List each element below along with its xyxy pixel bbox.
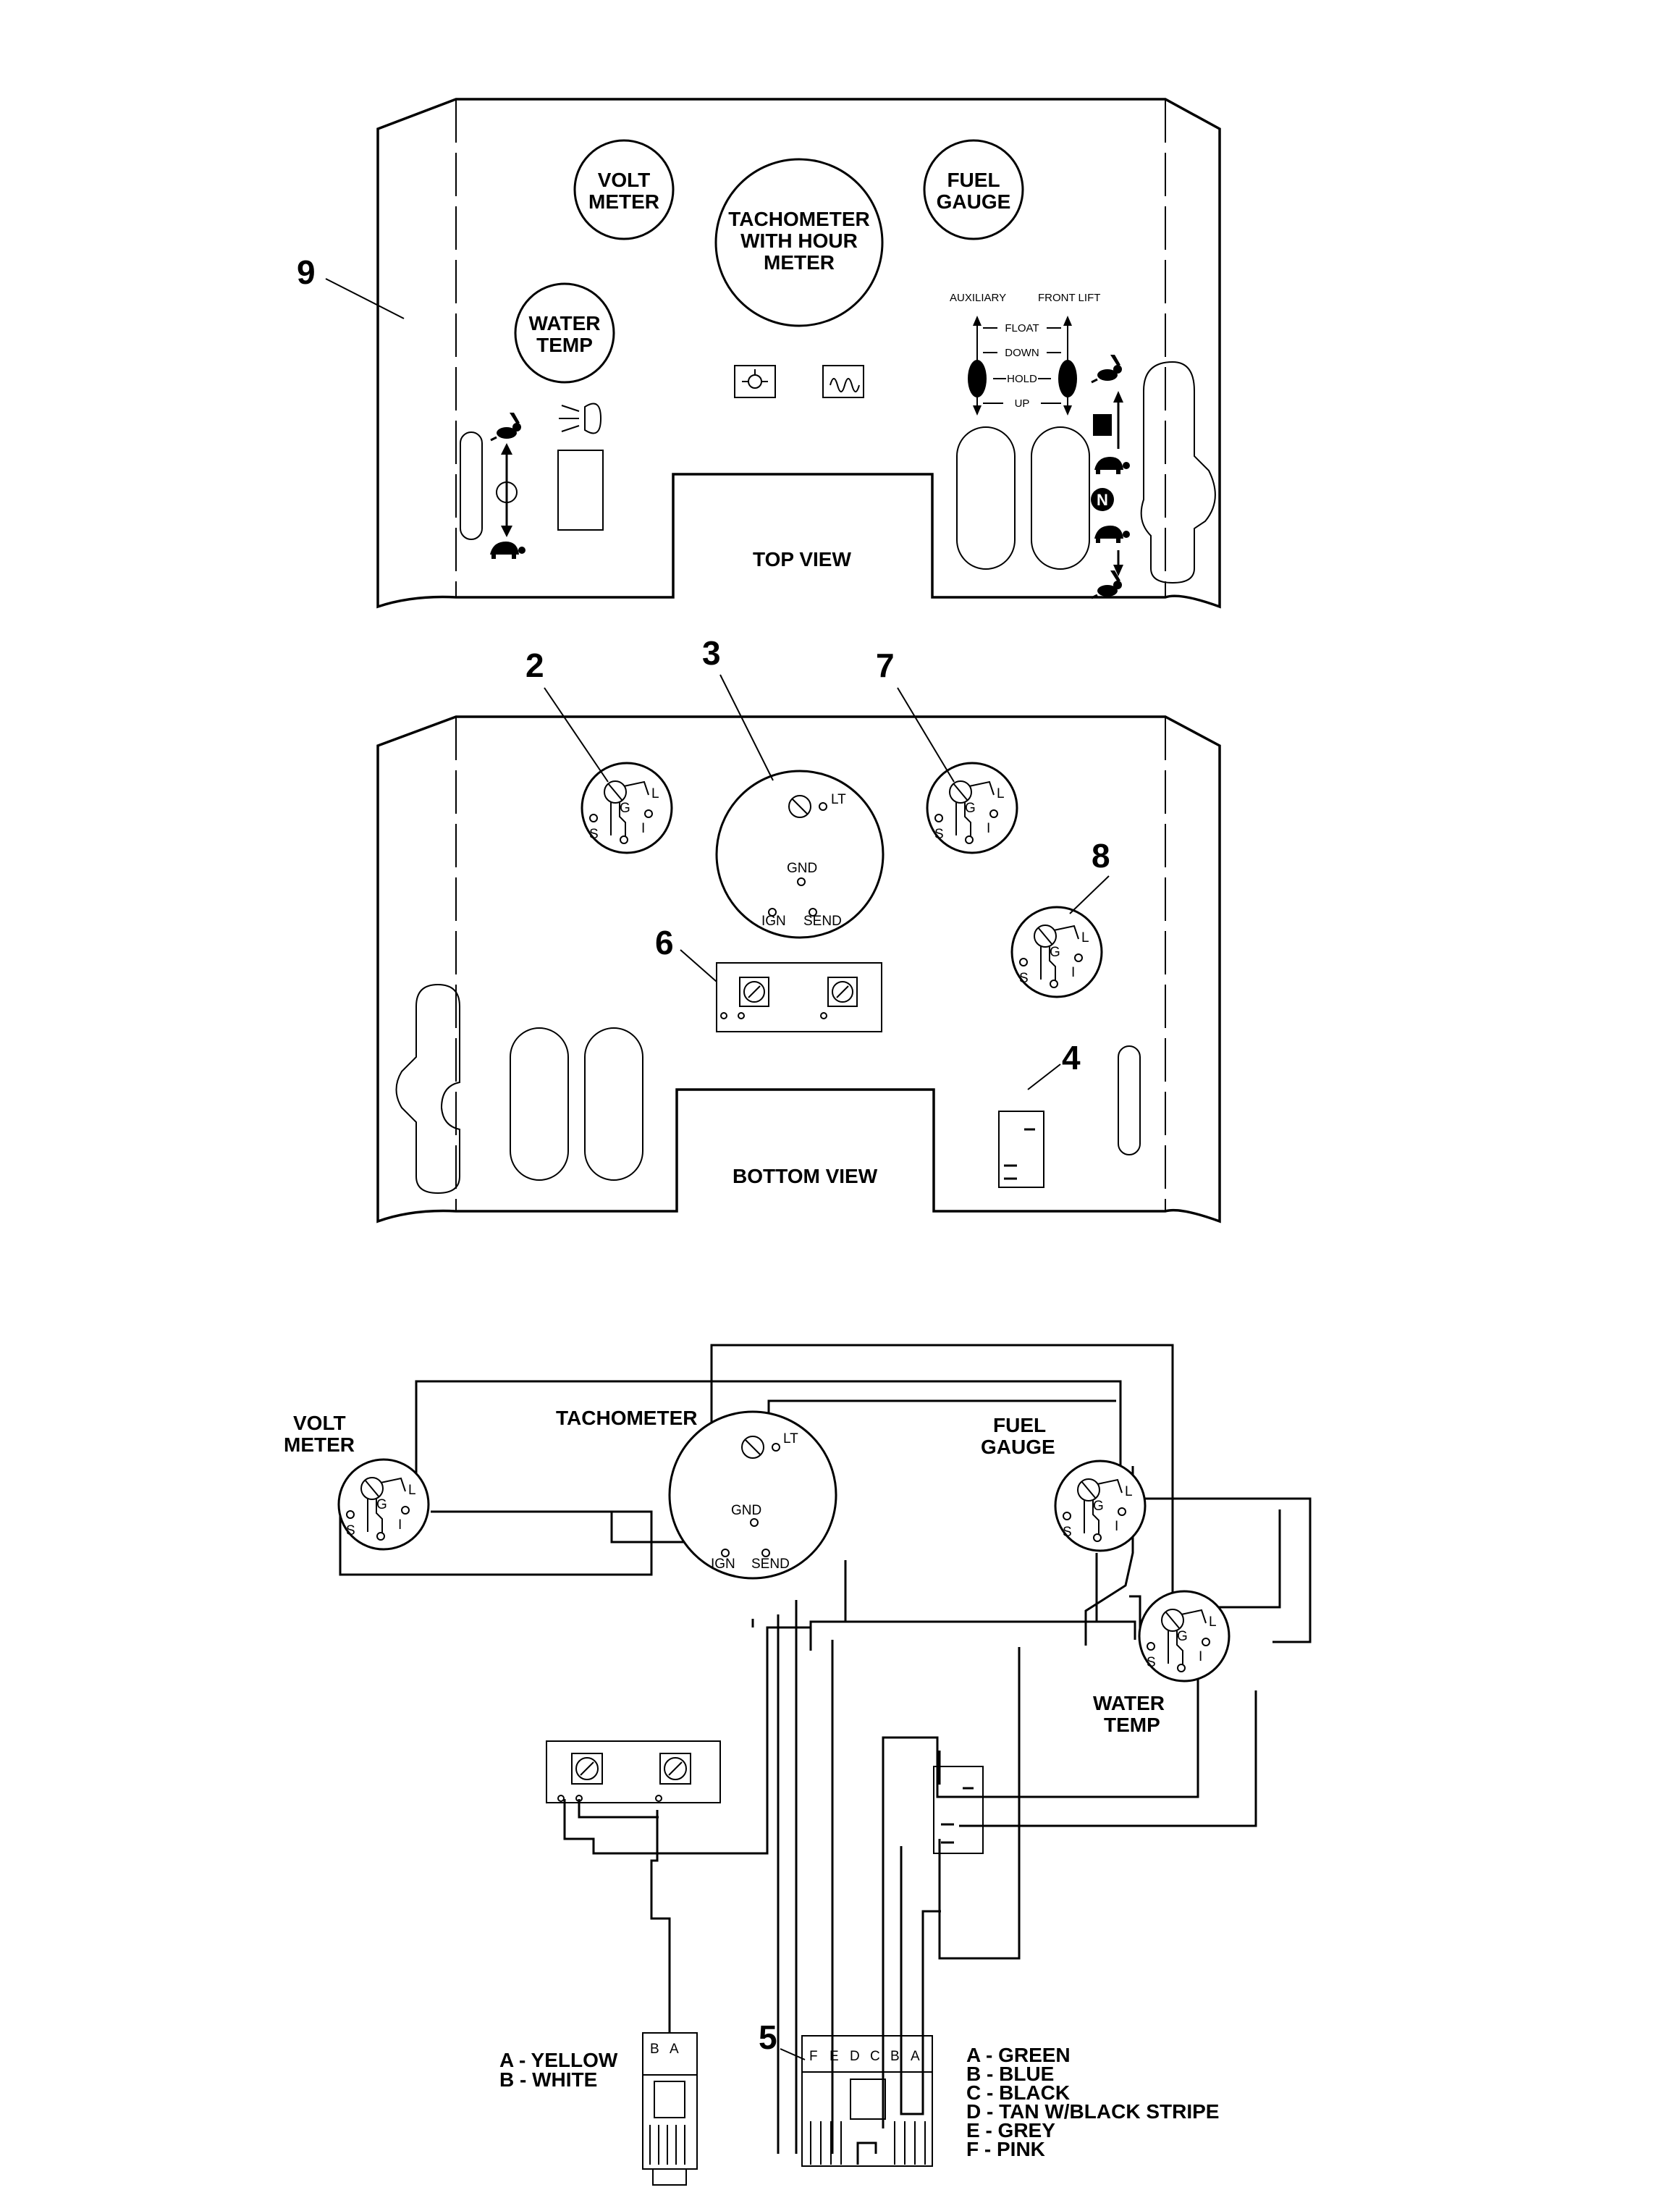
volt-meter-back: [581, 762, 673, 854]
auxiliary-lever-knob[interactable]: [968, 360, 987, 397]
callout-5: 5: [759, 2018, 777, 2056]
schematic-fuel-gauge-label-2: GAUGE: [981, 1436, 1055, 1458]
water-temp-label-1: WATER: [528, 312, 600, 334]
callout-9: 9: [297, 253, 316, 291]
fuel-gauge-back: [926, 762, 1018, 854]
top-view-caption: TOP VIEW: [753, 548, 851, 570]
tractor-forward-icon: [1093, 414, 1112, 436]
wire-harness: [339, 1344, 1312, 2165]
water-temp-gauge: [514, 282, 615, 384]
traction-slot: [1140, 361, 1216, 584]
connector-6pin-letter-c: C: [870, 2049, 880, 2064]
fuel-gauge-label-2: GAUGE: [937, 190, 1011, 213]
connector-6pin-legend-e: E - GREY: [966, 2119, 1055, 2141]
connector-6pin-legend-c: C - BLACK: [966, 2081, 1070, 2104]
schematic-volt-meter-label-2: METER: [284, 1433, 355, 1456]
schematic-water-temp-label-1: WATER: [1093, 1692, 1165, 1714]
connector-6pin-letter-b: B: [890, 2049, 900, 2064]
glow-plug-icon: [734, 365, 776, 398]
connector-6pin-legend-d: D - TAN W/BLACK STRIPE: [966, 2100, 1219, 2123]
heater-icon: [822, 365, 864, 398]
connector-6pin-letter-e: E: [830, 2049, 839, 2064]
lever-header-auxiliary: AUXILIARY: [950, 292, 1006, 304]
volt-meter-gauge: [573, 139, 675, 240]
connector-6pin-legend-b: B - BLUE: [966, 2063, 1054, 2085]
connector-2pin-legend-b: B - WHITE: [499, 2068, 597, 2091]
wiring-schematic: VOLT METER LT GND IGN SEND TACHOMETER FU…: [284, 1344, 1312, 2186]
fuel-gauge-label-1: FUEL: [947, 169, 1000, 191]
callout-6: 6: [655, 924, 674, 961]
headlight-icon: [559, 403, 602, 434]
tachometer-label-2: WITH HOUR: [740, 229, 858, 252]
bottom-view-caption: BOTTOM VIEW: [733, 1165, 878, 1187]
water-temp-back: [1010, 906, 1103, 998]
lever-position-down: DOWN: [1005, 347, 1039, 359]
top-view-panel: VOLT METER TACHOMETER WITH HOUR METER FU…: [376, 98, 1221, 609]
light-switch[interactable]: [557, 450, 604, 531]
tach-terminal-gnd: GND: [787, 861, 817, 876]
connector-2pin: B A: [642, 2032, 698, 2186]
front-lift-lever-knob[interactable]: [1058, 360, 1077, 397]
callout-3: 3: [702, 634, 721, 672]
schematic-water-temp-label-2: TEMP: [1104, 1714, 1160, 1736]
schematic-tachometer: LT GND IGN SEND: [668, 1410, 837, 1580]
callout-8: 8: [1092, 837, 1110, 875]
bottom-view-panel: LT GND IGN SEND BOTTOM VIEW: [376, 715, 1221, 1224]
schematic-water-temp: [1138, 1590, 1231, 1682]
schematic-tachometer-label: TACHOMETER: [556, 1407, 697, 1429]
connector-6pin-letter-a: A: [911, 2049, 920, 2064]
schematic-relay-module: [546, 1740, 721, 1803]
schematic-tach-send: SEND: [751, 1557, 790, 1572]
schematic-volt-meter: [337, 1458, 430, 1551]
schematic-fuel-gauge: [1054, 1460, 1147, 1552]
tach-terminal-send: SEND: [803, 914, 842, 929]
tachometer-gauge: [714, 158, 884, 327]
lever-position-up: UP: [1015, 397, 1030, 410]
connector-6pin-legend-a: A - GREEN: [966, 2044, 1071, 2066]
tach-terminal-ign: IGN: [761, 914, 786, 929]
tachometer-back: LT GND IGN SEND: [715, 770, 885, 939]
tachometer-label-1: TACHOMETER: [728, 208, 869, 230]
schematic-tach-lt: LT: [783, 1431, 798, 1446]
traction-slot-bottom: [395, 983, 460, 1195]
glow-relay-module: [716, 962, 882, 1032]
volt-meter-label-2: METER: [588, 190, 659, 213]
schematic-fuel-gauge-label-1: FUEL: [993, 1414, 1046, 1436]
water-temp-label-2: TEMP: [536, 334, 593, 356]
schematic-tach-ign: IGN: [711, 1557, 735, 1572]
lever-position-hold: HOLD: [1007, 373, 1037, 385]
front-lift-lever-slot: [1031, 426, 1090, 570]
callout-2: 2: [525, 647, 544, 684]
neutral-icon: [1091, 488, 1114, 511]
throttle-slot: [460, 431, 483, 540]
throttle-knob-icon: [496, 481, 518, 503]
lever-slot-bottom-2: [584, 1027, 643, 1181]
volt-meter-label-1: VOLT: [598, 169, 651, 191]
connector-2pin-legend-a: A - YELLOW: [499, 2049, 618, 2071]
auxiliary-lever-slot: [956, 426, 1016, 570]
throttle-slot-bottom: [1118, 1045, 1141, 1155]
tachometer-label-3: METER: [764, 251, 835, 274]
connector-6pin-legend-f: F - PINK: [966, 2138, 1045, 2160]
schematic-volt-meter-label-1: VOLT: [293, 1412, 346, 1434]
callout-4: 4: [1062, 1039, 1081, 1077]
fuel-gauge: [923, 139, 1024, 240]
lever-header-front-lift: FRONT LIFT: [1038, 292, 1100, 304]
tach-terminal-lt: LT: [831, 792, 846, 807]
connector-2pin-letter-b: B: [650, 2042, 659, 2057]
lever-position-float: FLOAT: [1005, 322, 1039, 334]
schematic-light-switch: [933, 1766, 984, 1854]
neutral-label: N: [1097, 491, 1108, 509]
connector-2pin-letter-a: A: [670, 2042, 679, 2057]
schematic-tach-gnd: GND: [731, 1503, 761, 1518]
connector-6pin-letter-f: F: [809, 2049, 818, 2064]
light-switch-back: [998, 1111, 1044, 1188]
connector-6pin-letter-d: D: [850, 2049, 860, 2064]
callout-7: 7: [876, 647, 895, 684]
lever-slot-bottom-1: [510, 1027, 569, 1181]
connector-6pin: F E D C B A: [801, 2035, 933, 2167]
